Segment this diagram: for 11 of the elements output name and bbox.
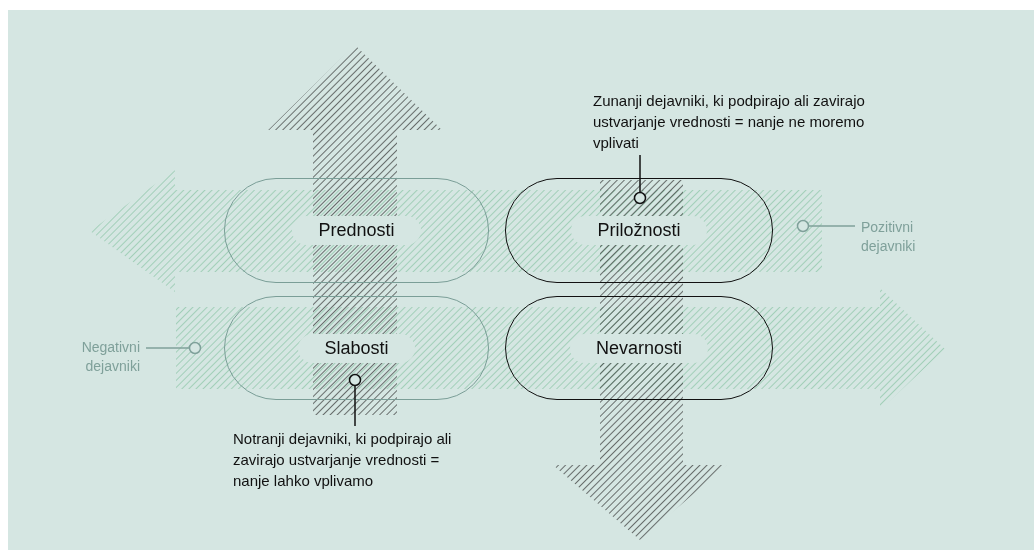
leader-line (348, 373, 362, 427)
annotation-text: Negativni dejavniki (52, 338, 140, 382)
annotation-text: Zunanji dejavniki, ki podpirajo ali zavirajo ustvarjanje vrednosti = nanje ne moremo vplivati (593, 90, 883, 153)
leader-line (145, 341, 202, 355)
box-label: Prednosti (292, 216, 421, 245)
annotation-text: Pozitivni dejavniki (861, 218, 951, 262)
leader-line (633, 154, 647, 205)
box-label: Priložnosti (571, 216, 707, 245)
leader-line (796, 219, 856, 233)
box-label: Slabosti (298, 333, 415, 363)
annotation-text: Notranji dejavniki, ki podpirajo ali zavirajo ustvarjanje vrednosti = nanje lahko vplivamo (233, 428, 468, 516)
